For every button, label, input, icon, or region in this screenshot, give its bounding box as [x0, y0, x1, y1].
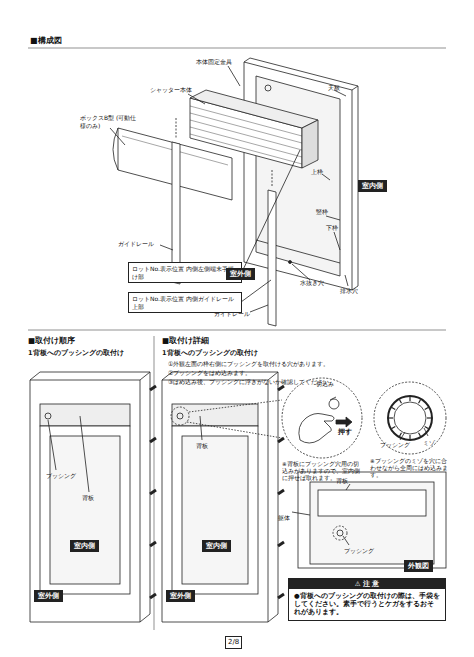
part-label: ブッシング	[46, 472, 76, 480]
part-label: 背板	[336, 477, 348, 485]
part-label: 水抜き穴	[300, 279, 324, 287]
part-label: 下枠	[326, 224, 338, 232]
part-label: 排水穴	[340, 287, 358, 295]
part-label: ガイドレール	[118, 240, 154, 248]
side-tag: 室外側	[166, 590, 195, 602]
note-box: ロットNo.表示位置 内側ガイドレール上部	[128, 292, 242, 313]
part-label: シャッター本体	[150, 86, 192, 94]
part-label: 1背板へのブッシングの取付け	[162, 349, 258, 357]
node-text: ⚠ 注 意	[289, 579, 445, 589]
side-tag: 室内側	[202, 540, 231, 552]
part-label: ブッシング	[380, 442, 410, 449]
part-label: 背板	[196, 442, 208, 450]
part-label: 1背板へのブッシングの取付け	[28, 349, 124, 357]
side-tag: 室外側	[226, 268, 255, 280]
node-text: 室外側	[170, 592, 191, 600]
part-label: ■取付け順序	[28, 336, 75, 345]
part-label: 背板	[82, 494, 94, 502]
page-number: 2/8	[225, 636, 242, 649]
node-text: 室内側	[362, 182, 383, 190]
part-label: ②ブッシングをはめ込みます。	[168, 369, 251, 377]
node-text: 2/8	[228, 638, 239, 647]
part-label: ※ブッシングのミゾを穴に合わせながら全周にはめ込みます。	[370, 458, 450, 479]
part-label: ブッシング	[344, 547, 374, 555]
node-text: 室外側	[230, 270, 251, 278]
part-label: 天板	[328, 84, 340, 92]
part-label: ■取付け詳細	[162, 336, 209, 345]
side-tag: 外観図	[404, 560, 433, 572]
node-text: ロットNo.表示位置 内側左側端末手掛け部	[132, 265, 238, 280]
part-label: ボックスB型 (可動仕様のみ)	[80, 114, 138, 129]
side-tag: 室内側	[70, 540, 99, 552]
note-box: ロットNo.表示位置 内側左側端末手掛け部	[128, 262, 242, 283]
part-label: 押す	[338, 428, 352, 436]
part-label: ③はめ込み後、ブッシングに浮きがないか確認してください。	[168, 378, 335, 386]
part-label: 本体固定金具	[196, 58, 232, 66]
node-text: 室外側	[38, 592, 59, 600]
part-label: 上枠	[311, 168, 323, 176]
node-text: 外観図	[408, 562, 429, 570]
part-label: ※背板にブッシング穴用の切込みがありますので、室内側に押せば取れます。	[282, 461, 364, 482]
part-label: 躯体	[278, 514, 290, 522]
node-text: 室内側	[74, 542, 95, 550]
caution-box: ⚠ 注 意●背板へのブッシングの取付けの際は、手袋をしてください。素手で行うとケ…	[288, 578, 446, 621]
part-label: 竪枠	[316, 208, 328, 216]
node-text: ●背板へのブッシングの取付けの際は、手袋をしてください。素手で行うとケガをするお…	[289, 589, 445, 619]
node-text: ロットNo.表示位置 内側ガイドレール上部	[132, 295, 238, 310]
part-label: 切込み	[316, 380, 334, 388]
part-label: ■構成図	[30, 36, 62, 46]
side-tag: 室内側	[358, 180, 387, 192]
part-label: ミゾ	[423, 440, 435, 447]
part-label: ①外観左面の枠右側にブッシングを取付ける穴があります。	[168, 360, 329, 368]
node-text: 室内側	[206, 542, 227, 550]
side-tag: 室外側	[34, 590, 63, 602]
